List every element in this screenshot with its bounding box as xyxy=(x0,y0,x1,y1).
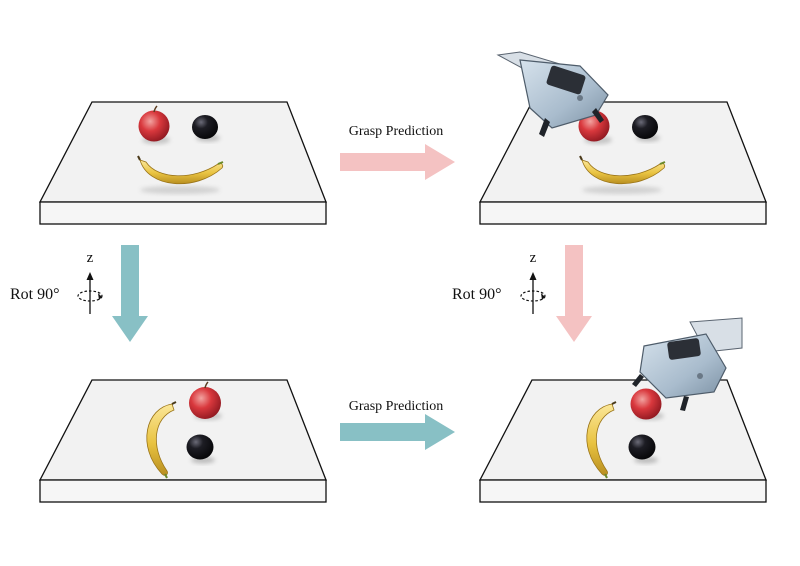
grasp-prediction-label-bottom: Grasp Prediction xyxy=(349,399,443,414)
rotation-arrow-left xyxy=(112,245,148,342)
scene-bottom-left xyxy=(39,379,327,503)
rotation-icon xyxy=(520,271,546,315)
plum-icon xyxy=(192,115,220,142)
apple-icon xyxy=(189,381,222,420)
plum-icon xyxy=(186,434,215,464)
plum-icon xyxy=(628,434,658,464)
rotation-icon xyxy=(77,271,103,315)
banana-icon xyxy=(586,401,617,479)
grasp-arrow-top xyxy=(340,144,455,180)
axis-label-right: z xyxy=(530,250,537,266)
rot-label-right: Rot 90° xyxy=(452,286,502,303)
grasp-arrow-bottom xyxy=(340,414,455,450)
rotation-arrow-right xyxy=(556,245,592,342)
gripper-icon xyxy=(496,51,609,137)
apple-icon xyxy=(138,105,170,144)
banana-icon xyxy=(137,155,224,194)
banana-icon xyxy=(146,401,177,479)
scene-top-left xyxy=(39,101,327,225)
axis-label-left: z xyxy=(87,250,94,266)
table-top-left xyxy=(39,101,327,225)
grasp-prediction-label-top: Grasp Prediction xyxy=(349,124,443,139)
banana-icon xyxy=(579,155,666,194)
plum-icon xyxy=(632,115,660,142)
scene-top-right xyxy=(479,51,767,225)
apple-icon xyxy=(630,388,664,420)
gripper-icon xyxy=(632,317,743,411)
scene-bottom-right xyxy=(479,317,767,503)
rot-label-left: Rot 90° xyxy=(10,286,60,303)
